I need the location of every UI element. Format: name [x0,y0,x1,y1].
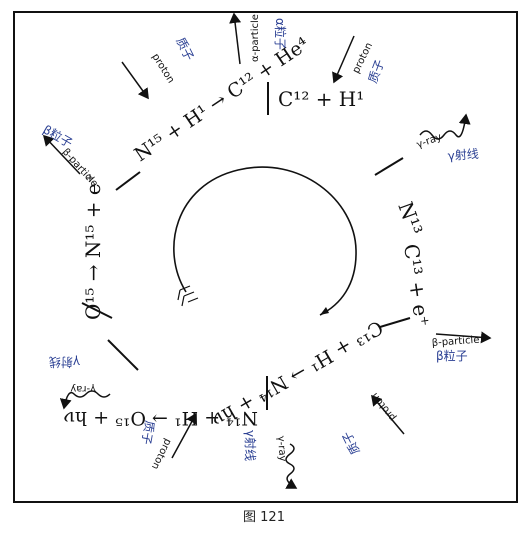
gamma-right-wave [419,113,471,140]
beta-left-zh-label: β粒子 [41,122,76,151]
divider-ticks [81,82,411,410]
beta-right-label: β-particle [431,335,479,349]
cycle-arrow-head [320,307,329,315]
reaction-n14-h1-o15: N¹⁴ + H¹ → O¹⁵ + hν [63,407,258,429]
reaction-o15-n15: O¹⁵ → N¹⁵ + e⁺ [81,173,105,320]
gamma-bottom-label: γ-ray [275,435,288,461]
frame [13,11,518,503]
proton-bl-arrow [171,412,197,459]
figure-caption: 图 121 [243,510,285,525]
proton-top-label: proton [149,52,176,86]
beta-left-label: β-particle [60,147,100,190]
gamma-left-label: γ-ray [70,383,96,394]
gamma-right-zh-label: γ射线 [447,146,479,163]
beta-right-arrow [435,331,492,344]
proton-br-arrow [371,394,405,435]
gamma-bottom-wave [285,443,298,489]
proton-tr-zh-label: 质子 [366,58,387,85]
proton-bl-zh-label: 质子 [139,419,157,445]
proton-br-zh-label: 质子 [340,429,363,457]
proton-br-label: proton [370,390,399,423]
particle-arrows [42,12,492,489]
gamma-bottom-zh-label: γ射线 [243,430,258,461]
alpha-zh-label: α粒子 [273,18,288,50]
proton-tr-arrow [332,35,355,84]
reaction-n13: N¹³ [393,199,427,239]
reaction-c13-e: C¹³ + e⁺ [399,242,434,328]
beta-left-arrow [42,134,81,175]
alpha-label: α-particle [250,14,261,62]
gamma-left-zh-label: γ射线 [49,355,80,370]
proton-top-arrow [121,61,149,100]
beta-right-zh-label: β粒子 [436,348,468,363]
cycle-arrow-feather [177,285,199,307]
proton-top-zh-label: 质子 [173,35,196,63]
cycle-arrow [173,166,357,316]
alpha-arrow [229,12,242,65]
gamma-left-wave [59,390,111,410]
reaction-c12-h1: C¹² + H¹ [278,87,364,111]
